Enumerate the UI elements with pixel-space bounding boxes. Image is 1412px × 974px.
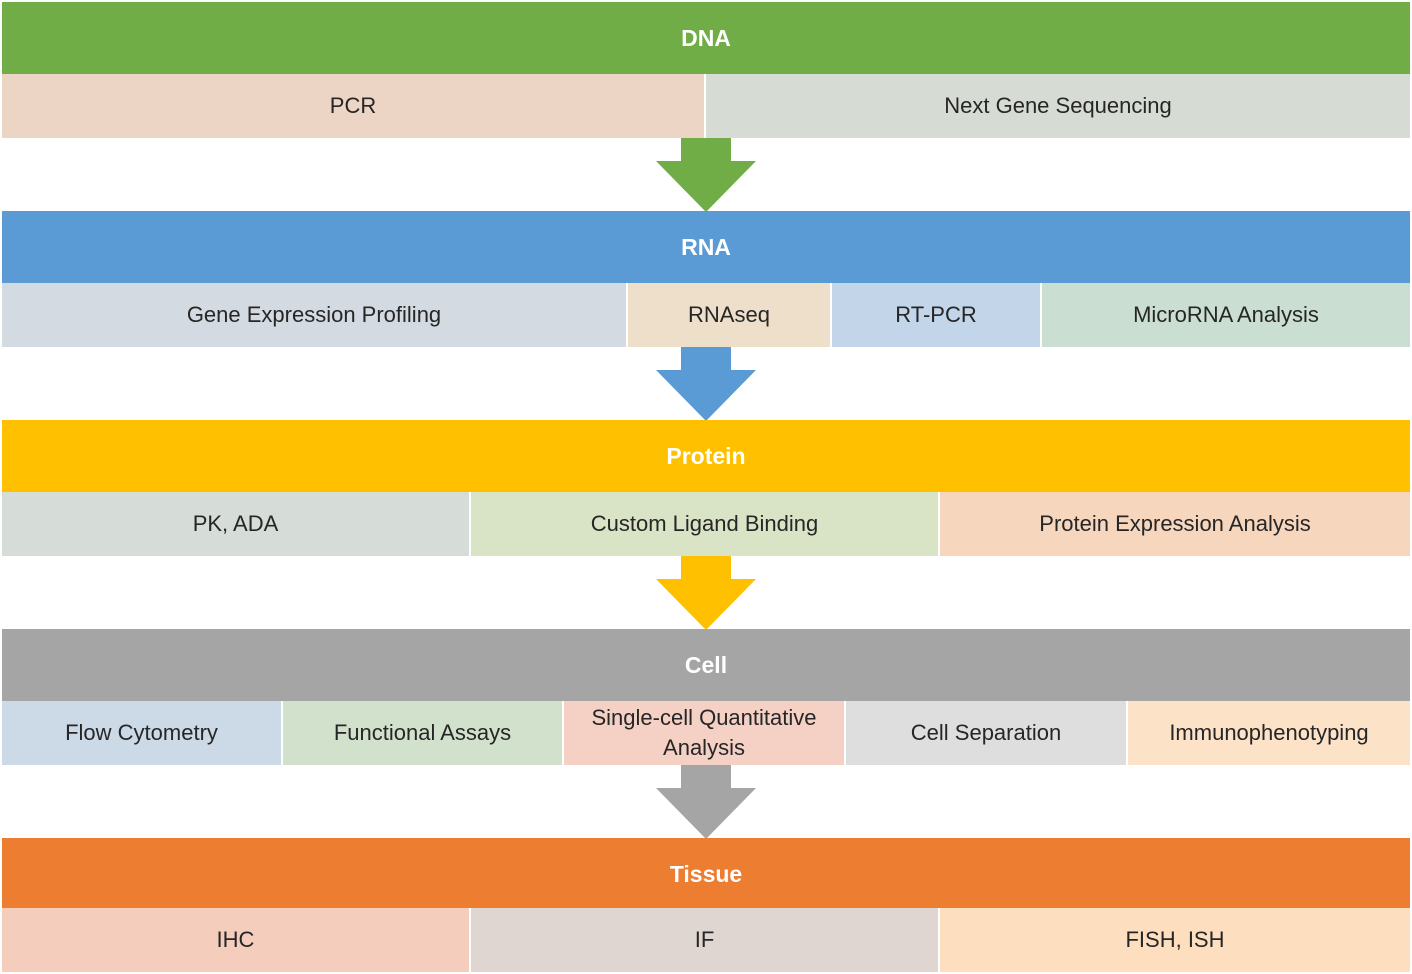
- item-gene-expression-profiling: Gene Expression Profiling: [2, 283, 628, 347]
- level-items-cell: Flow Cytometry Functional Assays Single-…: [2, 701, 1410, 765]
- down-arrow-dna-shape: [656, 138, 756, 212]
- item-ihc: IHC: [2, 908, 471, 972]
- item-pk-ada: PK, ADA: [2, 492, 471, 556]
- level-header-rna: RNA: [2, 211, 1410, 283]
- item-rnaseq: RNAseq: [628, 283, 832, 347]
- level-header-dna: DNA: [2, 2, 1410, 74]
- item-rt-pcr: RT-PCR: [832, 283, 1042, 347]
- item-next-gene-sequencing: Next Gene Sequencing: [706, 74, 1410, 138]
- level-header-cell: Cell: [2, 629, 1410, 701]
- level-items-protein: PK, ADA Custom Ligand Binding Protein Ex…: [2, 492, 1410, 556]
- down-arrow-cell-shape: [656, 765, 756, 839]
- down-arrow-dna: [656, 138, 756, 212]
- item-microrna-analysis: MicroRNA Analysis: [1042, 283, 1410, 347]
- item-single-cell-quantitative-analysis: Single-cell Quantitative Analysis: [564, 701, 846, 765]
- item-if: IF: [471, 908, 940, 972]
- level-items-rna: Gene Expression Profiling RNAseq RT-PCR …: [2, 283, 1410, 347]
- item-pcr: PCR: [2, 74, 706, 138]
- down-arrow-protein: [656, 556, 756, 630]
- level-items-tissue: IHC IF FISH, ISH: [2, 908, 1410, 972]
- level-header-protein: Protein: [2, 420, 1410, 492]
- level-header-tissue: Tissue: [2, 838, 1410, 910]
- item-immunophenotyping: Immunophenotyping: [1128, 701, 1410, 765]
- down-arrow-cell: [656, 765, 756, 839]
- item-functional-assays: Functional Assays: [283, 701, 564, 765]
- down-arrow-protein-shape: [656, 556, 756, 630]
- item-custom-ligand-binding: Custom Ligand Binding: [471, 492, 940, 556]
- item-flow-cytometry: Flow Cytometry: [2, 701, 283, 765]
- down-arrow-rna-shape: [656, 347, 756, 421]
- down-arrow-rna: [656, 347, 756, 421]
- item-protein-expression-analysis: Protein Expression Analysis: [940, 492, 1410, 556]
- level-items-dna: PCR Next Gene Sequencing: [2, 74, 1410, 138]
- item-cell-separation: Cell Separation: [846, 701, 1128, 765]
- item-fish-ish: FISH, ISH: [940, 908, 1410, 972]
